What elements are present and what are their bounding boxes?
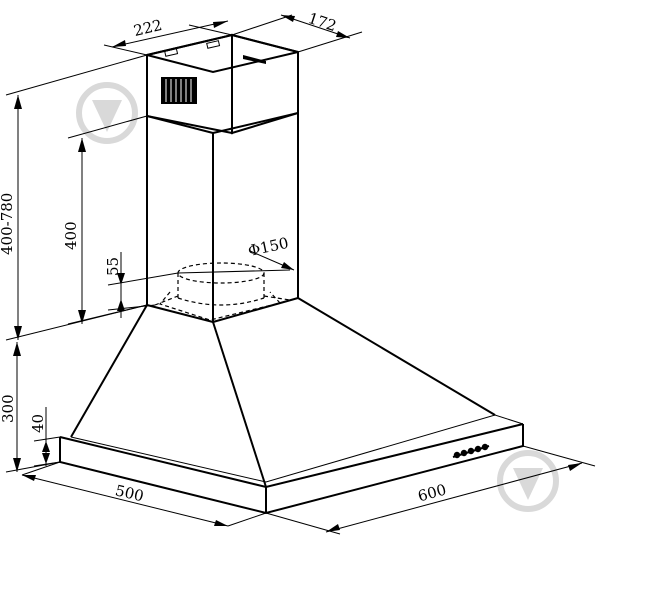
watermark-logo-icon	[76, 82, 138, 144]
watermark-logo-icon	[497, 450, 559, 512]
vent-grille-icon	[243, 55, 266, 64]
button-row-icon[interactable]	[452, 443, 490, 459]
dimension-hood-width: 600	[265, 445, 596, 535]
dimension-chimney-upper-height: 400	[62, 115, 148, 325]
dim-label-duct-diameter: Φ150	[246, 234, 290, 260]
dim-label-hood-width: 600	[416, 481, 448, 506]
dim-label-chimney-depth: 172	[306, 9, 339, 35]
dim-label-chimney-width: 222	[132, 16, 164, 40]
dimension-chimney-width: 222	[103, 16, 233, 56]
dim-label-canopy-height: 300	[0, 394, 17, 423]
dimension-chimney-depth: 172	[231, 9, 363, 53]
chimney-lower-section	[146, 112, 299, 322]
dimension-chimney-height-range: 400-780	[0, 54, 148, 341]
dim-label-duct-collar-height: 55	[104, 257, 122, 276]
dim-label-chimney-height-range: 400-780	[0, 193, 16, 255]
vent-grille-icon	[161, 77, 197, 104]
dim-label-chimney-upper-height: 400	[62, 221, 80, 250]
dimension-rim-height: 40	[29, 407, 61, 467]
canopy	[59, 297, 524, 515]
dimension-canopy-height: 300	[0, 342, 61, 473]
dim-label-rim-height: 40	[29, 414, 47, 433]
dimension-duct-diameter: Φ150	[177, 234, 295, 274]
dim-label-hood-depth: 500	[114, 481, 146, 505]
dimension-hood-depth: 500	[21, 461, 267, 527]
dimension-duct-collar-height: 55	[104, 252, 179, 318]
